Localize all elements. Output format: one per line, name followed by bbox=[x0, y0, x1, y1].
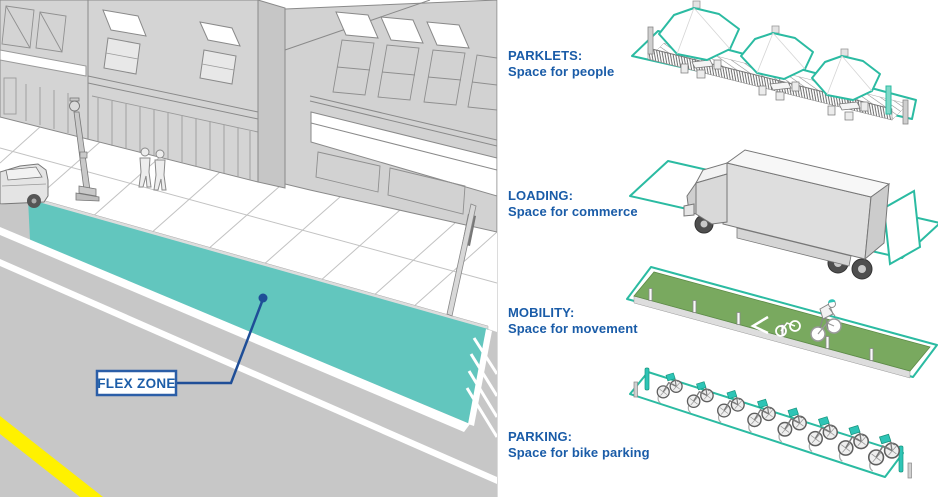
building-left bbox=[0, 0, 286, 189]
parked-car bbox=[0, 163, 49, 208]
flex-zone-label: FLEX ZONE bbox=[97, 376, 175, 391]
legend-subtitle: Space for commerce bbox=[508, 203, 638, 219]
parking-illustration bbox=[629, 367, 912, 479]
legend-title: MOBILITY: bbox=[508, 305, 575, 320]
legend-title: PARKING: bbox=[508, 429, 573, 444]
parklet-table-1 bbox=[658, 0, 740, 79]
leader-dot bbox=[258, 293, 268, 303]
flex-zone-label-box bbox=[95, 369, 178, 397]
teal-post bbox=[644, 367, 650, 391]
bike-lane-marking bbox=[750, 315, 801, 337]
teal-post bbox=[885, 85, 892, 115]
building-center-upper bbox=[102, 9, 241, 85]
parklets-illustration bbox=[631, 0, 917, 125]
helmet bbox=[828, 299, 836, 303]
legend-illustrations bbox=[626, 0, 938, 479]
legend-subtitle: Space for bike parking bbox=[508, 444, 650, 460]
cyclist bbox=[810, 299, 842, 342]
legend-title: PARKLETS: bbox=[508, 48, 583, 63]
bollard bbox=[907, 462, 912, 479]
umbrella bbox=[658, 7, 740, 61]
bollard bbox=[647, 26, 654, 55]
sign-post bbox=[446, 203, 477, 317]
legend-title: LOADING: bbox=[508, 188, 574, 203]
flex-zone-callout: FLEX ZONE bbox=[95, 293, 268, 397]
parklet-table-2 bbox=[740, 25, 814, 101]
flex-posts bbox=[648, 288, 874, 361]
street-scene: FLEX ZONE bbox=[0, 0, 497, 497]
teal-post bbox=[898, 445, 904, 473]
legend-item-loading: LOADING: Space for commerce bbox=[508, 188, 688, 219]
center-line bbox=[0, 416, 103, 497]
building-right bbox=[284, 0, 497, 233]
legend-item-parking: PARKING: Space for bike parking bbox=[508, 429, 688, 460]
legend-subtitle: Space for movement bbox=[508, 320, 638, 336]
legend-item-parklets: PARKLETS: Space for people bbox=[508, 48, 688, 79]
legend-item-mobility: MOBILITY: Space for movement bbox=[508, 305, 688, 336]
pedestrians bbox=[138, 147, 167, 191]
parklet-table-3 bbox=[811, 48, 881, 121]
truck bbox=[683, 149, 891, 280]
hatch-markings bbox=[465, 337, 497, 438]
lane-line bbox=[0, 259, 497, 484]
mobility-illustration bbox=[626, 266, 938, 379]
panel-divider bbox=[497, 0, 498, 497]
street-lamp bbox=[69, 97, 100, 202]
loading-illustration bbox=[629, 149, 938, 280]
bike-lane bbox=[633, 271, 931, 372]
loading-ramp bbox=[882, 189, 922, 266]
bollard bbox=[633, 381, 638, 398]
bollard bbox=[902, 99, 909, 125]
legend-subtitle: Space for people bbox=[508, 63, 615, 79]
